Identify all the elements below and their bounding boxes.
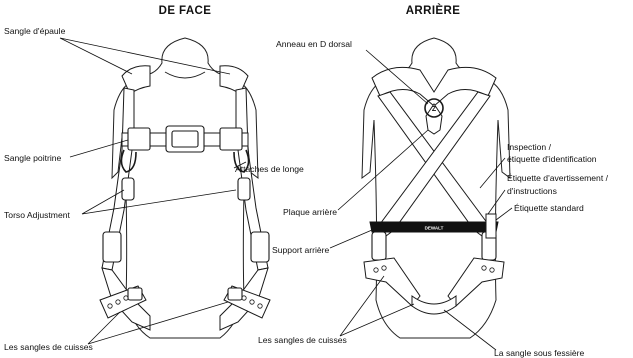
inspection-label-line2: étiquette d'identification: [507, 154, 597, 164]
back-plate-label: Plaque arrière: [283, 207, 337, 217]
shoulder-strap-label: Sangle d'épaule: [4, 26, 66, 36]
torso-adjustment-label: Torso Adjustment: [4, 210, 71, 220]
back-standard-tag: [486, 214, 496, 238]
back-leg-grommet: [490, 268, 494, 272]
front-leg-buckle-left: [128, 288, 142, 300]
front-leg-grommet: [108, 304, 112, 308]
chest-strap-label: Sangle poitrine: [4, 153, 62, 163]
front-leg-buckle-right: [228, 288, 242, 300]
back-view-title: ARRIÈRE: [406, 4, 461, 17]
back-support-brand: DEWALT: [425, 226, 444, 231]
front-view-title: DE FACE: [159, 5, 212, 17]
standard-label: Étiquette standard: [514, 203, 584, 213]
front-leg-straps-label: Les sangles de cuisses: [4, 342, 93, 352]
warning-label-line2: d'instructions: [507, 186, 557, 196]
front-torso-adjuster-right: [238, 178, 250, 200]
front-lower-buckle-right: [251, 232, 269, 262]
front-leg-grommet: [250, 300, 254, 304]
back-support-label: Support arrière: [272, 245, 330, 255]
back-support-leader: [330, 230, 372, 248]
back-leg-grommet: [382, 266, 386, 270]
lanyard-attachments-label: Attaches de longe: [235, 164, 304, 174]
back-leg-grommet: [482, 266, 486, 270]
sub-pelvic-strap-label: La sangle sous fessière: [494, 348, 585, 358]
back-leg-grommet: [374, 268, 378, 272]
warning-label-line1: Étiquette d'avertissement /: [507, 173, 609, 183]
front-chest-buckle-center-inner: [172, 131, 198, 147]
back-view: Z DEWALT: [362, 38, 510, 338]
front-leg-grommet: [258, 304, 262, 308]
back-side-adjuster-left: [372, 232, 386, 260]
inspection-label-line1: Inspection /: [507, 142, 552, 152]
front-chest-buckle-left: [128, 128, 150, 150]
dorsal-d-ring-mark: Z: [432, 106, 437, 113]
front-lower-buckle-left: [103, 232, 121, 262]
front-chest-buckle-right: [220, 128, 242, 150]
front-view: [100, 38, 270, 338]
dorsal-d-ring-label: Anneau en D dorsal: [276, 39, 352, 49]
front-torso-adjuster-left: [122, 178, 134, 200]
front-leg-grommet: [116, 300, 120, 304]
back-leg-straps-label: Les sangles de cuisses: [258, 335, 347, 345]
standard-label-leader: [496, 208, 512, 220]
